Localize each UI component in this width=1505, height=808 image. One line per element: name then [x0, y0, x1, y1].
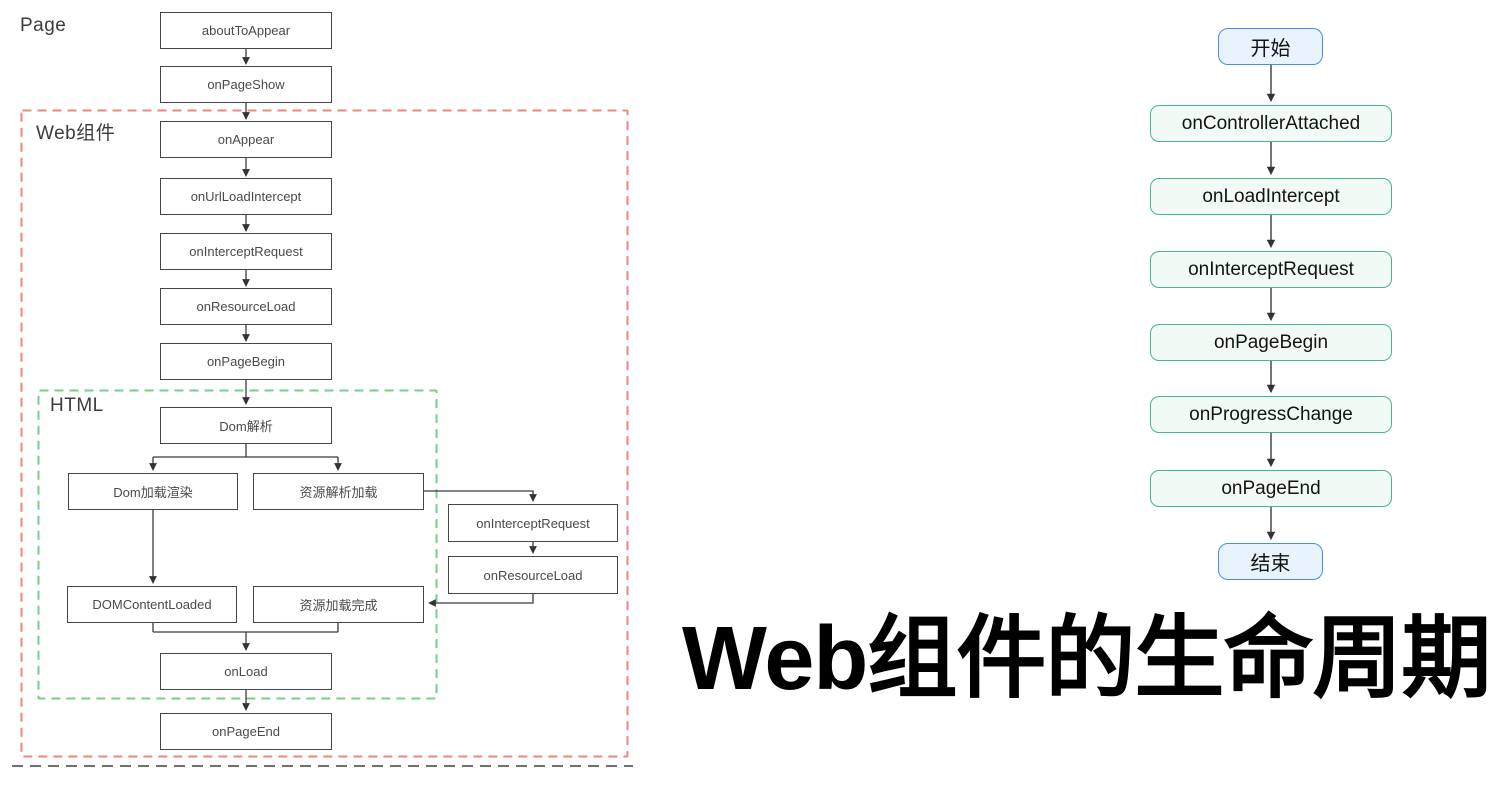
node-resource-done: 资源加载完成: [253, 586, 424, 623]
left-chart-connectors: [149, 49, 537, 711]
node-onInterceptRequest-right: onInterceptRequest: [1150, 251, 1392, 288]
web-group-outline: [20, 109, 629, 758]
web-group-label: Web组件: [36, 123, 116, 144]
node-onPageShow: onPageShow: [160, 66, 332, 103]
node-onUrlLoadIntercept: onUrlLoadIntercept: [160, 178, 332, 215]
node-aboutToAppear: aboutToAppear: [160, 12, 332, 49]
node-dom-render: Dom加载渲染: [68, 473, 238, 510]
node-dom-parse: Dom解析: [160, 407, 332, 444]
node-onAppear: onAppear: [160, 121, 332, 158]
page-group-label: Page: [20, 15, 67, 36]
node-onLoadIntercept: onLoadIntercept: [1150, 178, 1392, 215]
node-end: 结束: [1218, 543, 1323, 580]
node-DOMContentLoaded: DOMContentLoaded: [67, 586, 237, 623]
node-onPageBegin-right: onPageBegin: [1150, 324, 1392, 361]
node-start: 开始: [1218, 28, 1323, 65]
node-onLoad: onLoad: [160, 653, 332, 690]
node-onPageEnd-right: onPageEnd: [1150, 470, 1392, 507]
node-onInterceptRequest: onInterceptRequest: [160, 233, 332, 270]
page-title: Web组件的生命周期: [682, 609, 1491, 709]
node-onControllerAttached: onControllerAttached: [1150, 105, 1392, 142]
node-side-onResourceLoad: onResourceLoad: [448, 556, 618, 594]
html-group-label: HTML: [50, 395, 104, 416]
node-onPageBegin: onPageBegin: [160, 343, 332, 380]
node-onResourceLoad: onResourceLoad: [160, 288, 332, 325]
node-onPageEnd: onPageEnd: [160, 713, 332, 750]
node-side-onInterceptRequest: onInterceptRequest: [448, 504, 618, 542]
node-onProgressChange: onProgressChange: [1150, 396, 1392, 433]
html-group-outline: [37, 389, 438, 700]
node-resource-parse: 资源解析加载: [253, 473, 424, 510]
